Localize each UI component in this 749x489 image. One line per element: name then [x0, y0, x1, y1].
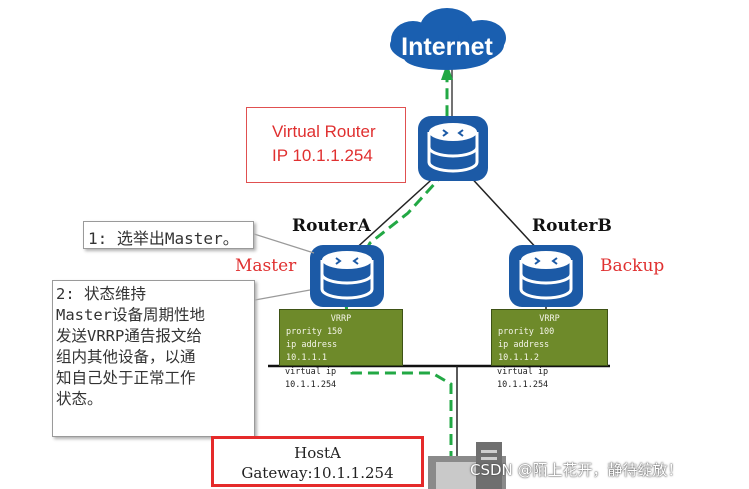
vrrp-ip-value: 10.1.1.2 [498, 353, 539, 363]
routera-role: Master [235, 256, 297, 276]
internet-label: Internet [401, 33, 493, 61]
host-gateway: Gateway:10.1.1.254 [241, 464, 394, 482]
host-name: HostA [294, 444, 341, 462]
watermark: CSDN @陌上花开，静待绽放！ [470, 461, 683, 479]
routera-icon [310, 245, 384, 307]
virtual-router-title: Virtual Router [272, 122, 376, 141]
routerb-name: RouterB [532, 216, 612, 236]
callout-line: 组内其他设备，以通 [56, 348, 196, 366]
callout-line: 2: 状态维持 [56, 285, 146, 303]
callout2-pointer [254, 289, 311, 301]
routerb-role: Backup [600, 256, 665, 276]
callout1-pointer [253, 233, 315, 254]
virtual-router-icon [418, 116, 488, 181]
vrrp-ip-label: ip address [498, 340, 550, 350]
virtual-ip-label: virtual ip [497, 367, 549, 377]
routerb-virtual-ip: virtual ip 10.1.1.254 [497, 366, 548, 392]
routerb-icon [509, 245, 583, 307]
link-virtual-router-routera [351, 171, 441, 253]
callout-state-maintain: 2: 状态维持 Master设备周期性地 发送VRRP通告报文给 组内其他设备，… [52, 280, 255, 437]
link-virtual-router-routerb [465, 171, 541, 253]
host-label-box: HostA Gateway:10.1.1.254 [211, 436, 424, 487]
callout-line: Master设备周期性地 [56, 306, 205, 324]
virtual-router-ip: IP 10.1.1.254 [272, 146, 373, 165]
routerb-vrrp-panel: VRRP prority 100 ip address 10.1.1.2 [491, 309, 608, 366]
host-computer-icon [428, 442, 506, 489]
virtual-ip-value: 10.1.1.254 [497, 380, 549, 390]
routera-virtual-ip: virtual ip 10.1.1.254 [285, 366, 336, 392]
vrrp-ip-label: ip address [286, 340, 338, 350]
routera-name: RouterA [292, 216, 371, 236]
vrrp-priority: prority 100 [498, 327, 555, 337]
virtual-ip-value: 10.1.1.254 [285, 380, 337, 390]
callout-line: 状态。 [56, 390, 103, 408]
vrrp-priority: prority 150 [286, 327, 343, 337]
callout-elect-master-text: 1: 选举出Master。 [88, 229, 239, 248]
callout-elect-master: 1: 选举出Master。 [83, 221, 254, 249]
routera-vrrp-panel: VRRP prority 150 ip address 10.1.1.1 [279, 309, 403, 366]
traffic-arrowhead [441, 63, 453, 80]
vrrp-panel-title: VRRP [330, 314, 352, 324]
callout-line: 知自己处于正常工作 [56, 369, 196, 387]
virtual-router-label-box: Virtual Router IP 10.1.1.254 [246, 107, 406, 183]
vrrp-ip-value: 10.1.1.1 [286, 353, 327, 363]
callout-line: 发送VRRP通告报文给 [56, 327, 202, 345]
vrrp-panel-title: VRRP [539, 314, 560, 324]
internet-cloud-icon [390, 8, 506, 70]
virtual-ip-label: virtual ip [285, 367, 337, 377]
